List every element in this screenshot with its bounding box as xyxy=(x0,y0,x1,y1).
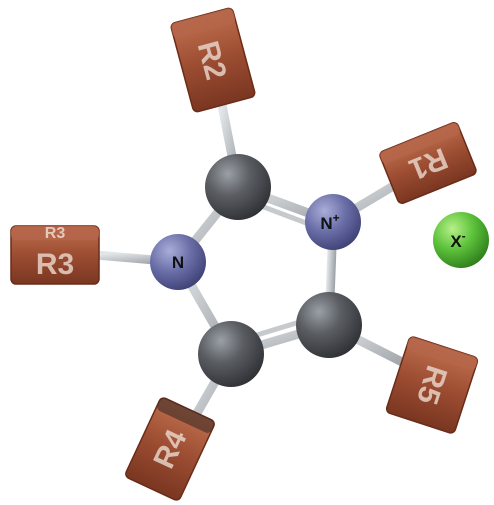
substituent-r2: R2 xyxy=(170,7,256,113)
nitrogen-atom-right xyxy=(305,194,361,250)
anion-label: X- xyxy=(450,229,465,251)
r3-label: R3 xyxy=(36,248,74,281)
nitrogen-atom-left xyxy=(150,234,206,290)
substituent-r3: R3 R3 xyxy=(10,225,100,285)
nitrogen-right-label: N+ xyxy=(320,211,339,233)
substituent-r1: R1 xyxy=(379,122,477,204)
carbon-atom-c5 xyxy=(198,321,264,387)
anion-charge: - xyxy=(462,229,466,243)
anion-symbol: X xyxy=(450,232,462,251)
atoms: N N+ X- xyxy=(150,154,489,387)
nitrogen-left-label: N xyxy=(172,253,184,272)
nitrogen-right-symbol: N xyxy=(320,214,332,233)
r3-top-label: R3 xyxy=(45,225,66,242)
carbon-atom-c4 xyxy=(296,292,362,358)
nitrogen-right-charge: + xyxy=(333,211,340,225)
carbon-atom-c2 xyxy=(205,154,271,220)
anion-x xyxy=(433,212,489,268)
substituent-r5: R5 xyxy=(385,336,479,434)
substituent-r4: R4 xyxy=(125,397,215,501)
